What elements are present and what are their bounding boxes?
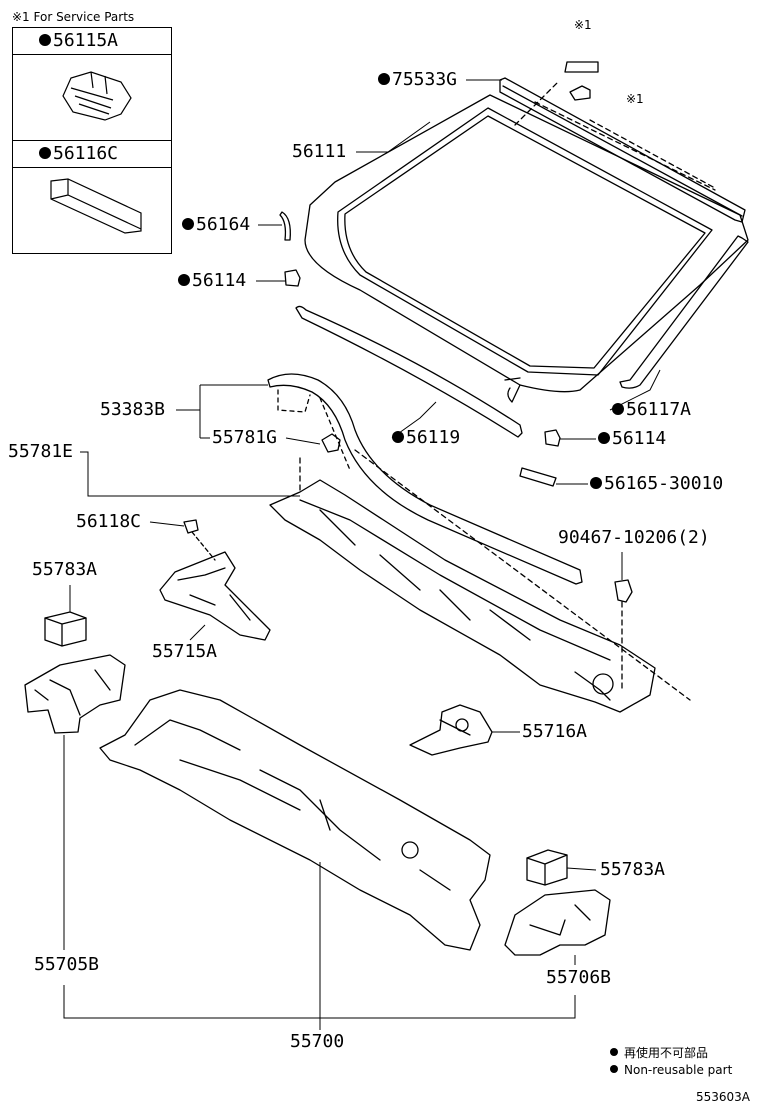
non-reusable-dot-icon — [598, 432, 610, 444]
non-reusable-dot-icon — [610, 1065, 618, 1073]
service-part-box-56116C: 56116C — [12, 140, 172, 254]
diagram-id: 553603A — [696, 1090, 751, 1104]
clip-55781G — [321, 433, 341, 453]
non-reusable-dot-icon — [392, 431, 404, 443]
service-part-title: 56115A — [13, 28, 171, 55]
lower-weatherstrip — [295, 305, 523, 438]
part-label: 55716A — [522, 721, 588, 742]
part-label: 53383B — [100, 399, 166, 420]
dash-panel-55700 — [99, 689, 491, 951]
upper-moulding — [499, 77, 746, 223]
pad-part-icon — [50, 178, 142, 234]
non-reusable-dot-icon — [378, 73, 390, 85]
part-label: 75533G — [378, 70, 457, 90]
part-label: 55700 — [290, 1031, 345, 1052]
cowl-seal — [267, 373, 691, 701]
clip-56114-left — [284, 269, 301, 287]
strip-56165 — [519, 467, 557, 487]
part-label: 56111 — [292, 141, 347, 162]
part-label: 56165-30010 — [590, 474, 723, 494]
clip-90467 — [614, 579, 633, 603]
clip-56118C — [183, 519, 199, 534]
non-reusable-dot-icon — [178, 274, 190, 286]
part-label: 56118C — [76, 511, 142, 532]
part-label: 56119 — [392, 428, 460, 448]
part-label: 56164 — [182, 215, 250, 235]
ref-mark-clip: ※1 — [626, 92, 644, 106]
part-label: 55781E — [8, 441, 74, 462]
non-reusable-dot-icon — [182, 218, 194, 230]
part-label: 55715A — [152, 641, 218, 662]
non-reusable-dot-icon — [590, 477, 602, 489]
part-label: 55783A — [32, 559, 98, 580]
service-pad-top — [564, 61, 599, 73]
leader-lines — [63, 79, 661, 1030]
bracket-55706B — [504, 889, 611, 956]
clip-part-icon — [62, 71, 132, 121]
service-part-title: 56116C — [13, 141, 171, 168]
non-reusable-dot-icon — [610, 1048, 618, 1056]
part-label: 55781G — [212, 427, 278, 448]
bracket-55716A — [409, 704, 493, 756]
part-label: 56114 — [178, 271, 246, 291]
part-label: 90467-10206(2) — [558, 527, 710, 548]
strip-56164 — [279, 211, 291, 241]
windshield-glass — [304, 94, 749, 403]
service-part-number: 56115A — [53, 30, 119, 51]
part-label: 56114 — [598, 429, 666, 449]
clip-56114-right — [544, 429, 561, 447]
part-label: 56117A — [612, 400, 691, 420]
bracket-55715A — [159, 551, 271, 641]
non-reusable-dot-icon — [612, 403, 624, 415]
service-clip-top — [569, 85, 591, 101]
part-label: 55706B — [546, 967, 612, 988]
non-reusable-dot-icon — [39, 34, 51, 46]
legend-en: Non-reusable part — [610, 1063, 732, 1077]
part-label: 55783A — [600, 859, 666, 880]
side-moulding — [619, 235, 749, 389]
non-reusable-dot-icon — [39, 147, 51, 159]
service-part-number: 56116C — [53, 143, 119, 164]
part-label: 55705B — [34, 954, 100, 975]
pad-55783A-left — [44, 611, 87, 647]
pad-55783A-right — [526, 849, 568, 886]
cowl-louver — [269, 479, 656, 713]
bracket-55705B — [24, 654, 126, 734]
service-parts-header: ※1 For Service Parts — [12, 10, 135, 24]
service-part-box-56115A: 56115A — [12, 27, 172, 141]
ref-mark-top: ※1 — [574, 18, 592, 32]
legend-jp: 再使用不可部品 — [610, 1046, 708, 1060]
